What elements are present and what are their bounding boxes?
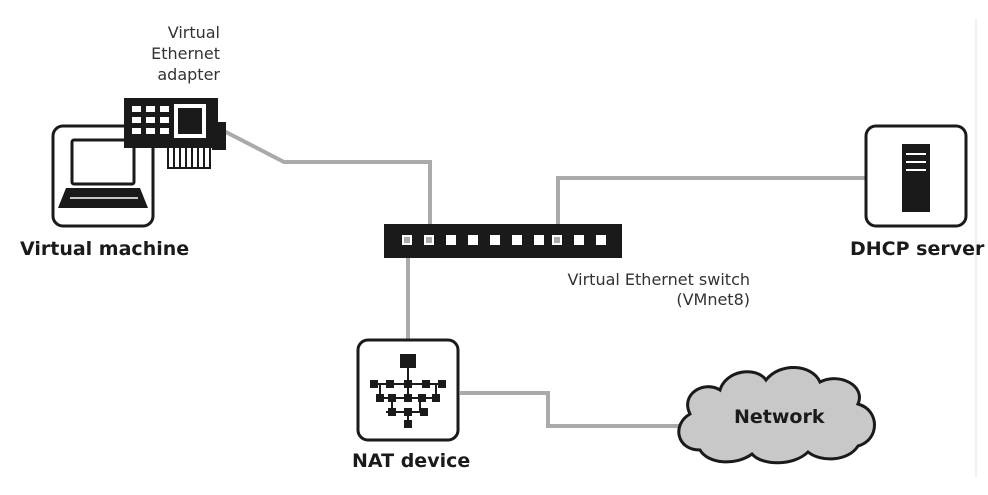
switch-label-line-2: (VMnet8) (676, 290, 750, 309)
nat-device-icon (356, 338, 460, 442)
adapter-label-line-3: adapter (157, 65, 220, 84)
link-adapter-to-switch (221, 128, 432, 240)
network-label: Network (734, 406, 825, 428)
switch-label-line-1: Virtual Ethernet switch (567, 270, 750, 289)
dhcp-server-label: DHCP server (850, 238, 985, 260)
virtual-ethernet-switch-label: Virtual Ethernet switch (VMnet8) (530, 270, 750, 310)
adapter-label-line-1: Virtual (167, 23, 220, 42)
adapter-label-line-2: Ethernet (151, 44, 220, 63)
virtual-ethernet-adapter-label: Virtual Ethernet adapter (148, 22, 220, 85)
network-cloud-icon (677, 366, 876, 465)
link-nat-to-network (460, 391, 688, 428)
ethernet-adapter-icon (124, 98, 226, 169)
page-edge-rule (975, 18, 977, 478)
link-dhcp-to-switch (556, 176, 866, 240)
virtual-machine-icon (51, 124, 155, 228)
dhcp-server-icon (864, 124, 968, 228)
virtual-ethernet-switch-icon (384, 224, 622, 258)
nat-device-label: NAT device (352, 450, 471, 472)
virtual-machine-label: Virtual machine (20, 238, 190, 260)
